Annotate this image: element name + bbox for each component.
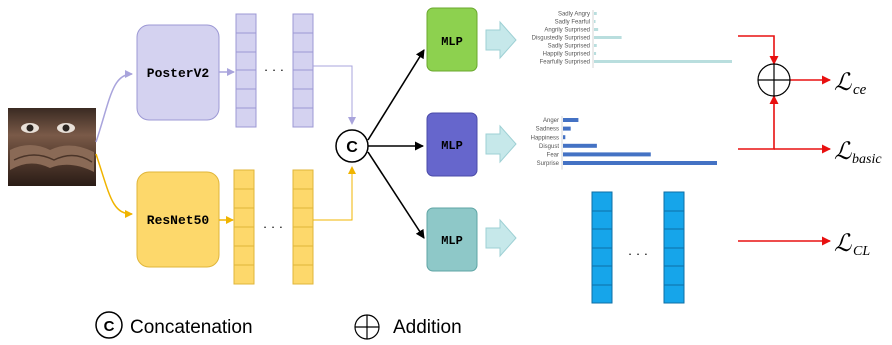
basic-emotion-bar	[563, 161, 717, 165]
loss-basic-subscript: basic	[852, 152, 882, 167]
legend-concatenation: C Concatenation	[95, 311, 253, 339]
poster-feature-vector-2	[292, 13, 314, 128]
compound-emotion-bar	[594, 28, 599, 31]
legend-add-icon	[354, 314, 380, 340]
basic-emotion-bar	[563, 143, 597, 148]
loss-cl-symbol: ℒ	[834, 231, 852, 257]
arrow-concat-to-mlp-bot	[367, 151, 425, 239]
arrow-compound-to-add	[738, 35, 779, 65]
compound-emotion-label: Sadly Fearful	[555, 20, 590, 26]
mlp-bot-label: MLP	[441, 234, 463, 248]
compound-emotion-bar	[594, 20, 596, 23]
block-arrow-bot	[485, 218, 517, 258]
loss-basic-symbol: ℒ	[834, 139, 852, 165]
basic-emotion-label: Anger	[543, 118, 559, 124]
basic-emotion-label: Surprise	[537, 161, 560, 167]
legend-add-label: Addition	[393, 317, 462, 338]
arrow-basic-to-add	[738, 95, 779, 150]
arrow-resnet-to-concat	[313, 166, 356, 221]
mlp-top-label: MLP	[441, 35, 463, 49]
poster-v2-label: PosterV2	[147, 66, 210, 81]
poster-ellipsis: · · ·	[264, 62, 284, 77]
compound-emotion-bar	[594, 52, 597, 55]
compound-emotion-label: Sadly Surprised	[548, 44, 590, 50]
compound-emotion-label: Fearfully Surprised	[540, 60, 590, 66]
loss-ce-symbol: ℒ	[834, 70, 852, 96]
basic-emotion-label: Fear	[547, 153, 559, 159]
face-photo	[8, 108, 96, 186]
resnet-feature-vector-1	[233, 169, 255, 285]
legend-addition: Addition	[354, 314, 462, 340]
compound-emotion-label: Angrily Surprised	[544, 28, 590, 34]
basic-emotion-bar	[563, 126, 571, 131]
arrow-face-to-resnet	[95, 153, 133, 218]
mlp-bot-box	[426, 207, 478, 272]
resnet-feature-vector-2	[292, 169, 314, 285]
cl-ellipsis: · · ·	[628, 246, 648, 261]
arrow-face-to-poster	[95, 70, 133, 143]
compound-emotion-bar	[594, 12, 597, 15]
cl-feature-vector-1	[591, 191, 613, 304]
compound-emotion-label: Happily Surprised	[543, 52, 590, 58]
compound-emotion-bar	[594, 36, 622, 39]
basic-emotion-label: Disgust	[539, 144, 559, 150]
arrow-poster-to-concat	[313, 65, 356, 125]
legend-concat-icon	[95, 311, 123, 339]
compound-emotion-bar	[594, 44, 597, 47]
concat-node-symbol: C	[346, 139, 358, 156]
block-arrow-top	[485, 20, 517, 60]
loss-cl-subscript: CL	[853, 244, 870, 259]
arrow-concat-to-mlp-top	[367, 49, 425, 141]
legend-concat-symbol: C	[104, 318, 115, 335]
basic-emotion-bar	[563, 135, 566, 140]
mlp-mid-box	[426, 112, 478, 177]
basic-emotion-label: Sadness	[536, 127, 559, 133]
block-arrow-mid	[485, 124, 517, 164]
poster-feature-vector-1	[235, 13, 257, 128]
basic-emotion-bar	[563, 152, 651, 157]
addition-node	[757, 63, 791, 97]
loss-basic-label: ℒ basic	[834, 139, 882, 167]
loss-ce-label: ℒ ce	[834, 70, 867, 98]
basic-emotion-bar	[563, 118, 579, 122]
loss-cl-label: ℒ CL	[834, 231, 870, 259]
loss-ce-subscript: ce	[853, 82, 867, 98]
resnet50-label: ResNet50	[147, 213, 210, 228]
compound-emotion-bar	[594, 60, 732, 63]
mlp-mid-label: MLP	[441, 139, 463, 153]
compound-emotion-label: Disgustedly Surprised	[532, 36, 590, 42]
resnet-ellipsis: · · ·	[263, 219, 283, 234]
compound-emotion-label: Sadly Angry	[558, 12, 590, 18]
basic-emotion-label: Happiness	[531, 135, 559, 141]
legend-concat-label: Concatenation	[130, 317, 253, 338]
cl-feature-vector-2	[663, 191, 685, 304]
mlp-top-box	[426, 7, 478, 72]
